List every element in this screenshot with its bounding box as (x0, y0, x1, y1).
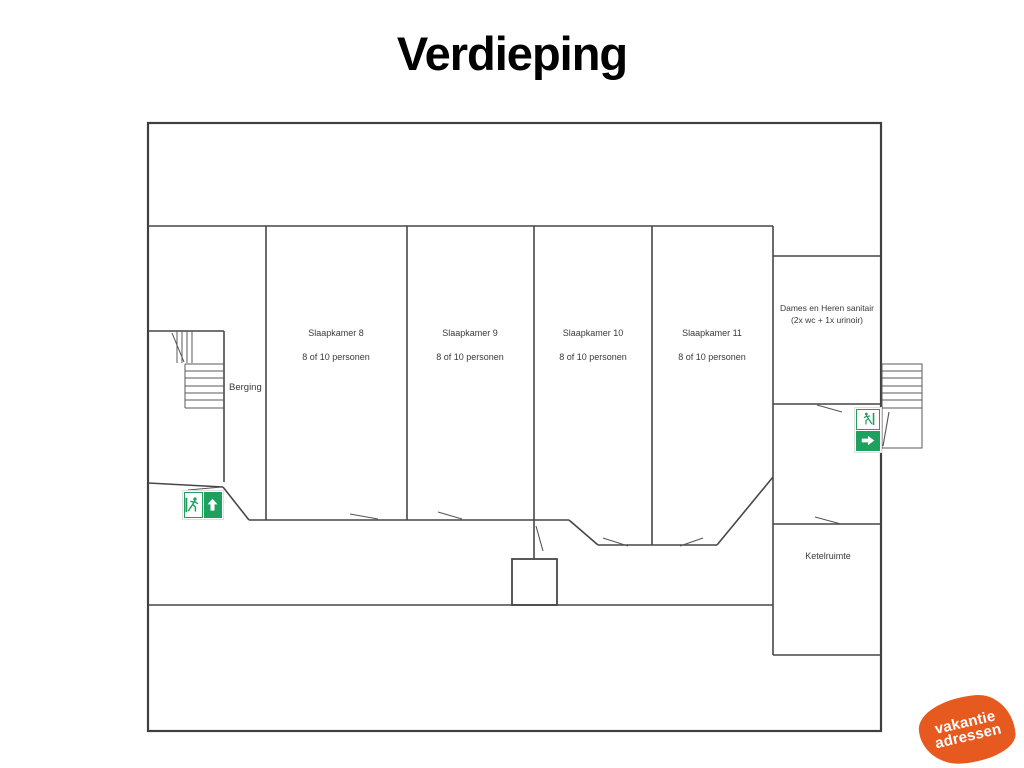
room-capacity: 8 of 10 personen (302, 352, 370, 362)
logo-text: vakantie adressen (931, 707, 1003, 752)
room-label-ketelruimte: Ketelruimte (805, 551, 851, 561)
sanitair-line1: Dames en Heren sanitair (779, 303, 874, 313)
inner-walls (147, 225, 881, 656)
room-label-sanitair: Dames en Heren sanitair (2x wc + 1x urin… (752, 302, 902, 326)
emergency-exit-right-icon (855, 408, 881, 452)
room-label-slaapkamer-8: Slaapkamer 8 8 of 10 personen (256, 328, 416, 362)
emergency-exit-up-icon (183, 491, 223, 519)
sanitair-line2: (2x wc + 1x urinoir) (790, 315, 864, 325)
room-name: Slaapkamer 11 (682, 328, 742, 338)
room-label-slaapkamer-10: Slaapkamer 10 8 of 10 personen (513, 328, 673, 362)
outer-walls (146, 121, 883, 733)
room-label-slaapkamer-11: Slaapkamer 11 8 of 10 personen (632, 328, 792, 362)
room-label-slaapkamer-9: Slaapkamer 9 8 of 10 personen (390, 328, 550, 362)
room-label-berging: Berging (229, 382, 262, 393)
room-name: Slaapkamer 8 (308, 328, 364, 338)
door-marks (187, 404, 890, 552)
running-man-icon (856, 409, 880, 430)
room-capacity: 8 of 10 personen (436, 352, 504, 362)
stairs-left-icon (171, 331, 224, 409)
stairs-right-icon (881, 363, 923, 449)
page-title: Verdieping (396, 27, 628, 80)
running-man-icon (184, 492, 203, 518)
room-name: Slaapkamer 10 (562, 328, 624, 338)
up-arrow-icon (203, 492, 222, 518)
room-capacity: 8 of 10 personen (678, 352, 746, 362)
room-capacity: 8 of 10 personen (559, 352, 627, 362)
room-name: Slaapkamer 9 (442, 328, 498, 338)
right-arrow-icon (856, 430, 880, 451)
